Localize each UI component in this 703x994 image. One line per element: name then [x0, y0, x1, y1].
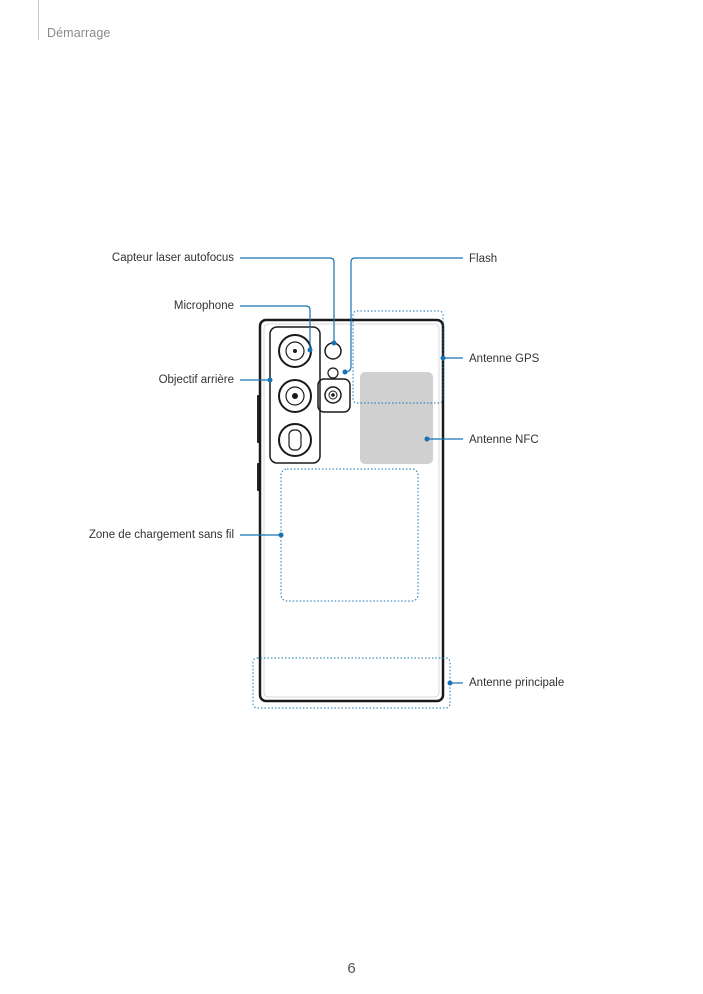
page-number: 6 [347, 960, 356, 977]
rear-lens-2 [278, 379, 312, 413]
camera-module-outline [269, 326, 321, 464]
flash-circle [324, 342, 342, 360]
label-main-antenna: Antenne principale [469, 677, 565, 689]
rear-lens-3 [278, 423, 312, 457]
section-title: Démarrage [47, 26, 111, 40]
callout-microphone [240, 305, 311, 350]
laser-af-sensor [327, 367, 339, 379]
label-microphone: Microphone [173, 300, 234, 312]
label-laser-autofocus: Capteur laser autofocus [111, 252, 234, 264]
main-antenna-area [252, 657, 451, 709]
label-rear-camera: Objectif arrière [158, 374, 234, 386]
label-flash: Flash [469, 253, 498, 265]
label-nfc-antenna: Antenne NFC [469, 434, 539, 446]
header-rule [38, 0, 39, 40]
label-wireless-charging: Zone de chargement sans fil [88, 529, 234, 541]
nfc-antenna-area [360, 372, 433, 464]
rear-lens-4 [324, 386, 342, 404]
callout-laser-autofocus [240, 257, 335, 343]
sensor-module-outline [317, 378, 351, 413]
wireless-charging-area [280, 468, 419, 602]
callout-flash [344, 257, 463, 373]
label-gps-antenna: Antenne GPS [469, 353, 540, 365]
